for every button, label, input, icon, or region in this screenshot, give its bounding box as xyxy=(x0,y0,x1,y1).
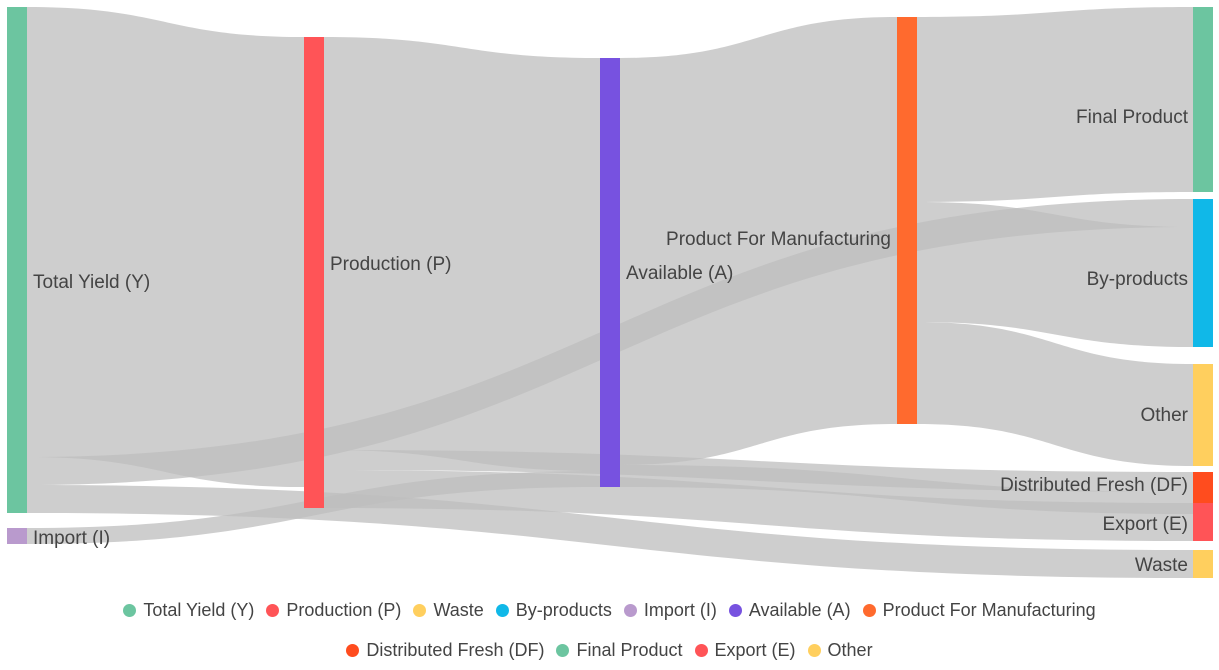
legend-item[interactable]: Total Yield (Y) xyxy=(123,600,254,621)
node-label-i: Import (I) xyxy=(33,528,110,549)
legend-item[interactable]: Available (A) xyxy=(728,599,851,621)
legend-item[interactable]: Product For Manufacturing xyxy=(862,599,1096,621)
node-y xyxy=(7,7,27,513)
legend-label: Waste xyxy=(433,599,484,620)
legend-dot-icon xyxy=(556,643,570,657)
legend-label: By-products xyxy=(515,599,612,620)
node-label-df: Distributed Fresh (DF) xyxy=(1000,475,1188,496)
legend-row-1: Total Yield (Y) Production (P) Waste By-pro… xyxy=(0,590,1219,630)
legend-label: Import (I) xyxy=(643,599,717,620)
legend-item[interactable]: Waste xyxy=(413,599,484,621)
node-bp xyxy=(1193,199,1213,347)
legend-item[interactable]: Other xyxy=(807,639,873,661)
nodes-layer xyxy=(7,7,1213,578)
legend-item[interactable]: Final Product xyxy=(556,639,683,661)
legend-dot-icon xyxy=(123,603,137,617)
legend-dot-icon xyxy=(495,603,509,617)
legend-label: Product For Manufacturing xyxy=(882,599,1096,620)
link-p-to-a xyxy=(324,37,600,471)
chart-legend: Total Yield (Y) Production (P) Waste By-pro… xyxy=(0,590,1219,670)
node-label-fp: Final Product xyxy=(1076,107,1189,128)
node-a xyxy=(600,58,620,487)
legend-dot-icon xyxy=(266,603,280,617)
node-o xyxy=(1193,364,1213,466)
legend-item[interactable]: By-products xyxy=(495,599,612,621)
legend-item[interactable]: Export (E) xyxy=(694,639,796,661)
node-w xyxy=(1193,550,1213,578)
legend-row-2: Distributed Fresh (DF) Final Product Expor… xyxy=(0,630,1219,670)
node-i xyxy=(7,528,27,544)
link-a-to-df xyxy=(620,465,1193,514)
legend-label: Export (E) xyxy=(714,639,796,660)
legend-dot-icon xyxy=(728,603,742,617)
legend-dot-icon xyxy=(807,643,821,657)
legend-label: Production (P) xyxy=(286,599,402,620)
legend-item[interactable]: Production (P) xyxy=(266,600,401,621)
node-pfm xyxy=(897,17,917,424)
legend-dot-icon xyxy=(862,603,876,617)
node-label-w: Waste xyxy=(1135,555,1188,576)
node-label-a: Available (A) xyxy=(626,263,733,284)
legend-dot-icon xyxy=(413,603,427,617)
node-label-e: Export (E) xyxy=(1102,514,1188,535)
legend-item[interactable]: Distributed Fresh (DF) xyxy=(346,640,544,661)
node-label-pfm: Product For Manufacturing xyxy=(666,229,891,250)
legend-label: Final Product xyxy=(576,639,683,660)
legend-label: Distributed Fresh (DF) xyxy=(366,639,545,660)
node-p xyxy=(304,37,324,508)
node-label-bp: By-products xyxy=(1087,269,1188,290)
link-a-to-pfm xyxy=(620,17,897,465)
links-layer xyxy=(27,7,1193,578)
legend-label: Total Yield (Y) xyxy=(143,599,255,620)
node-label-y: Total Yield (Y) xyxy=(33,272,150,293)
node-e xyxy=(1193,503,1213,541)
labels-layer: Total Yield (Y) Import (I) Production (P) A… xyxy=(33,107,1189,576)
legend-label: Available (A) xyxy=(748,599,851,620)
link-y-to-p xyxy=(27,7,304,487)
link-pfm-to-o xyxy=(917,322,1193,466)
link-p-to-e xyxy=(324,470,1193,541)
node-label-p: Production (P) xyxy=(330,254,451,275)
link-pfm-to-bp xyxy=(917,202,1193,347)
link-pfm-to-fp xyxy=(917,7,1193,202)
legend-dot-icon xyxy=(694,643,708,657)
legend-item[interactable]: Import (I) xyxy=(623,599,717,621)
legend-dot-icon xyxy=(623,603,637,617)
node-label-o: Other xyxy=(1140,405,1188,426)
sankey-chart: Total Yield (Y) Import (I) Production (P) A… xyxy=(7,7,1213,578)
node-fp xyxy=(1193,7,1213,192)
legend-label: Other xyxy=(827,639,873,660)
legend-dot-icon xyxy=(346,643,360,657)
